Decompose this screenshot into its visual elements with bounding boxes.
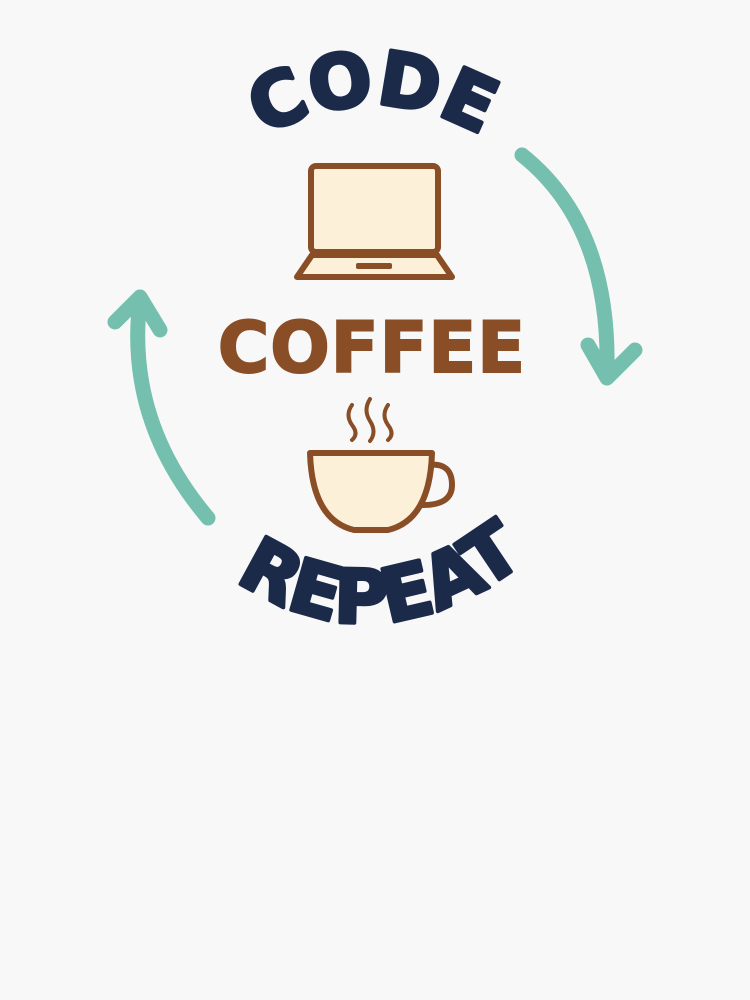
laptop-screen — [308, 163, 441, 255]
top-word-text: CODE — [234, 33, 512, 153]
steam-icon — [346, 397, 394, 443]
cycle-arrow-right-icon — [514, 147, 643, 386]
top-word: CODE — [236, 35, 510, 151]
middle-word: COFFEE — [218, 307, 526, 389]
cup-handle — [417, 461, 456, 509]
coffee-cup-icon — [307, 450, 456, 533]
laptop-trackpad — [356, 263, 392, 269]
cup-body — [307, 450, 435, 533]
cycle-arrow-left-icon — [107, 289, 216, 526]
laptop-icon — [294, 163, 455, 280]
